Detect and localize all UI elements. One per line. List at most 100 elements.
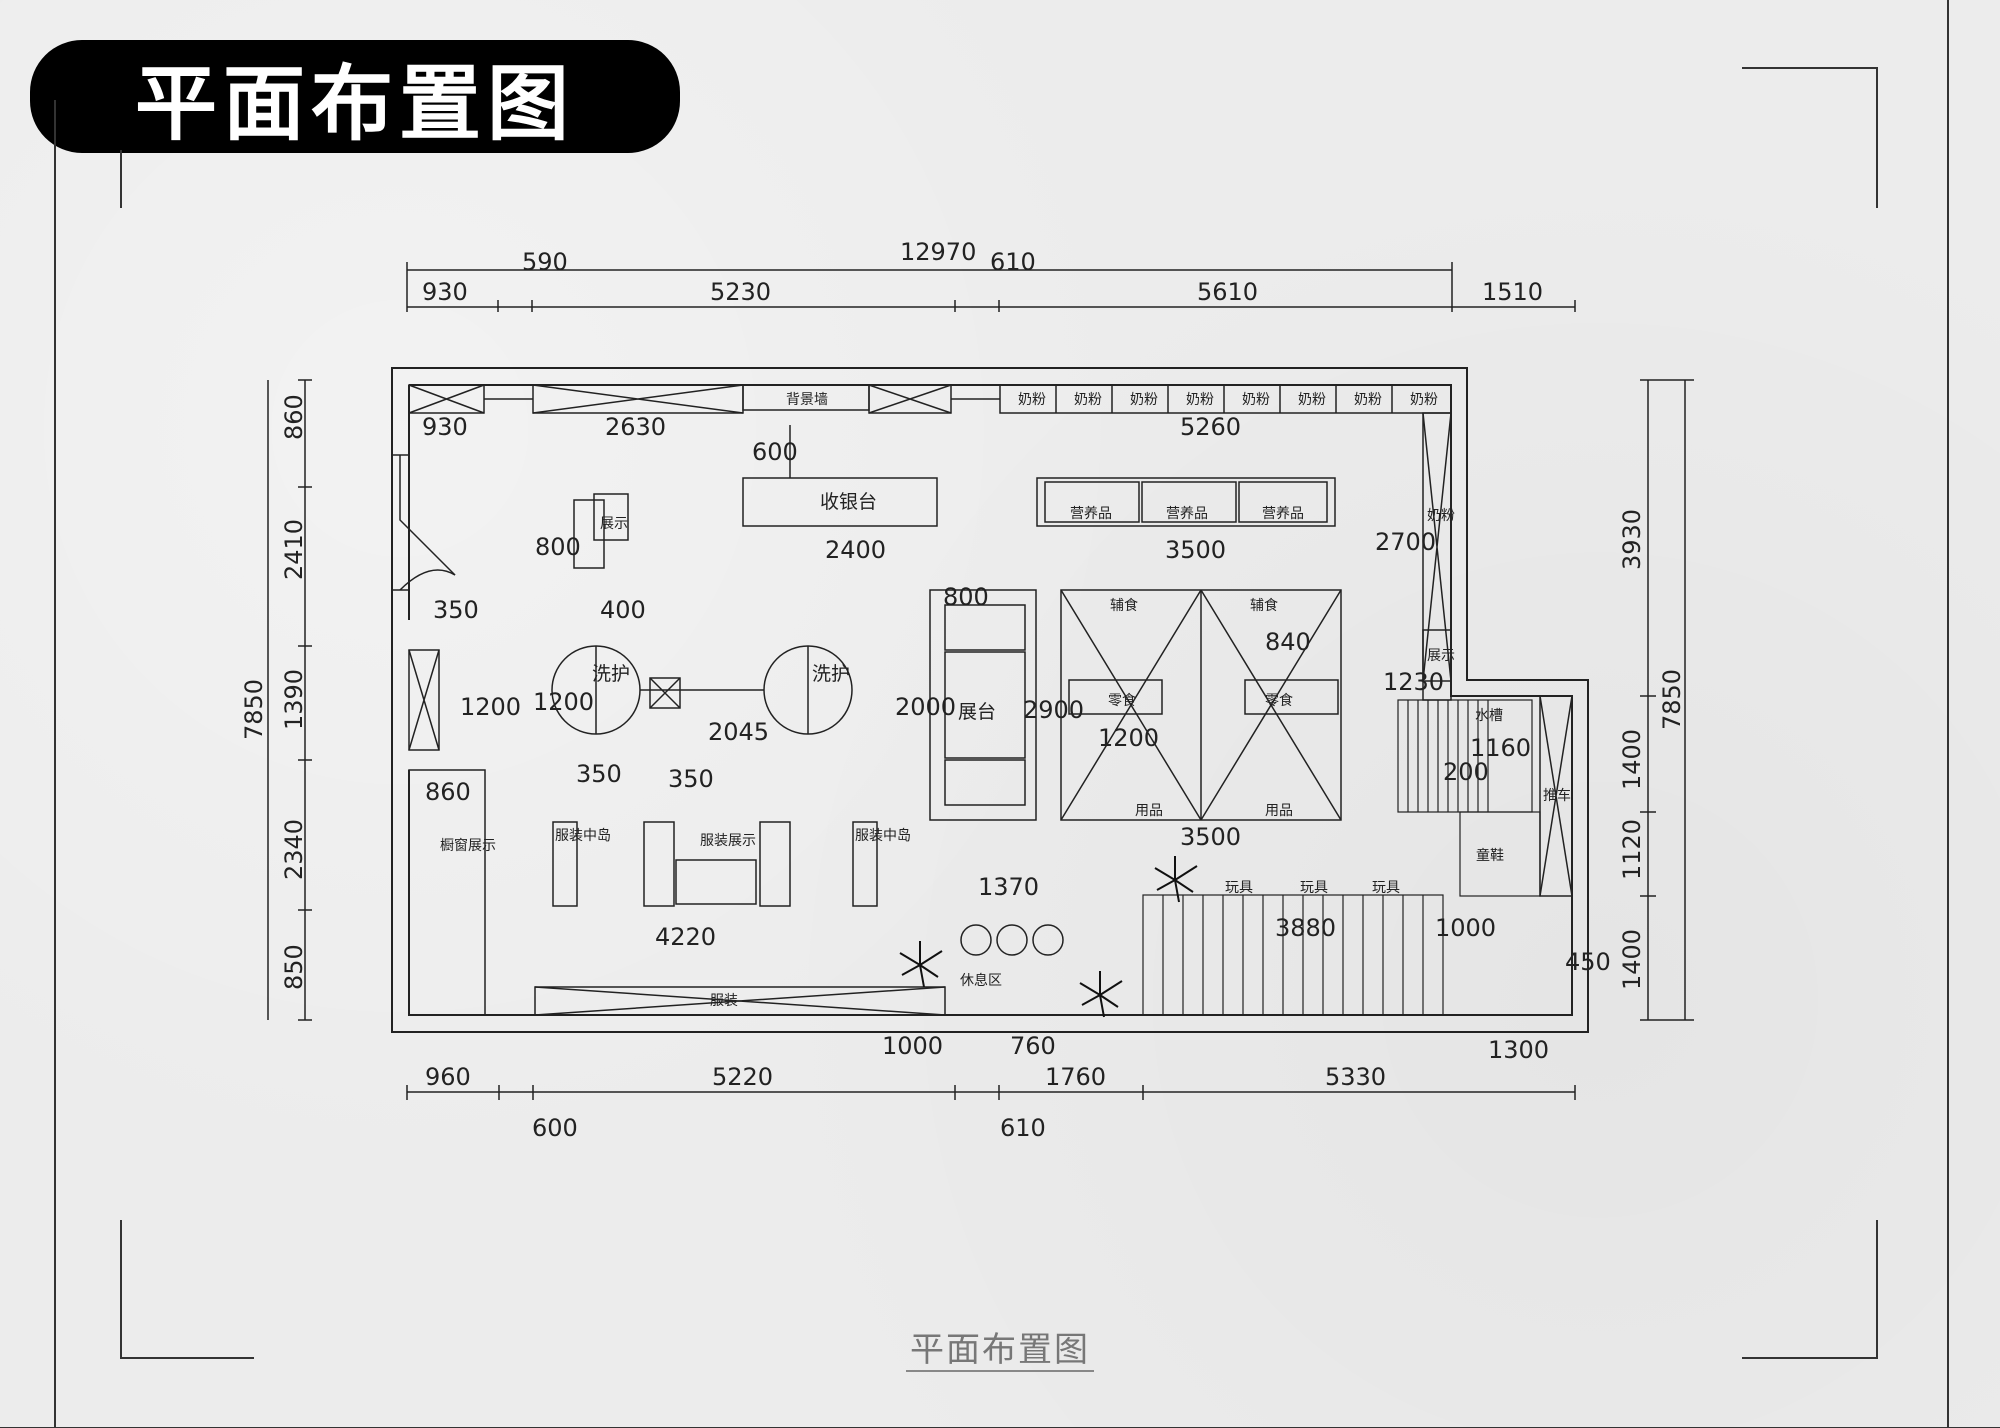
- plan-label: 1200: [1098, 724, 1159, 752]
- plan-label: 1000: [1435, 914, 1496, 942]
- plan-label: 7850: [1658, 669, 1686, 730]
- plan-label: 1300: [1488, 1036, 1549, 1064]
- plan-label: 610: [990, 248, 1036, 276]
- plan-label: 奶粉: [1354, 392, 1382, 408]
- plan-label: 850: [280, 944, 308, 990]
- plan-label: 1400: [1618, 929, 1646, 990]
- plan-label: 营养品: [1262, 506, 1304, 522]
- plan-label: 2340: [280, 819, 308, 880]
- stair-area: [1142, 699, 1541, 1016]
- plan-label: 960: [425, 1063, 471, 1091]
- plan-label: 水槽: [1475, 708, 1503, 724]
- plan-label: 2900: [1023, 696, 1084, 724]
- plan-label: 600: [532, 1114, 578, 1142]
- plan-label: 1400: [1618, 729, 1646, 790]
- wash-tables: [551, 645, 853, 735]
- plan-label: 服装中岛: [855, 828, 911, 844]
- plan-label: 600: [752, 438, 798, 466]
- window-display: [408, 649, 486, 1016]
- plan-label: 5220: [712, 1063, 773, 1091]
- plan-label: 服装展示: [700, 833, 756, 849]
- plan-label: 400: [600, 596, 646, 624]
- clothes-islands: [552, 821, 878, 907]
- plan-label: 玩具: [1225, 880, 1253, 896]
- plan-label: 1390: [280, 669, 308, 730]
- plan-label: 930: [422, 278, 468, 306]
- plan-label: 800: [943, 583, 989, 611]
- goods-island: [1060, 589, 1342, 821]
- plan-label: 1760: [1045, 1063, 1106, 1091]
- plant-icons: [899, 856, 1198, 1018]
- plan-label: 5230: [710, 278, 771, 306]
- plan-label: 12970: [900, 238, 976, 266]
- plan-label: 展示: [1427, 648, 1455, 664]
- plan-label: 收银台: [820, 491, 877, 513]
- plan-label: 5610: [1197, 278, 1258, 306]
- plan-label: 营养品: [1166, 506, 1208, 522]
- plan-label: 200: [1443, 758, 1489, 786]
- plan-label: 1370: [978, 873, 1039, 901]
- plan-label: 橱窗展示: [440, 837, 496, 854]
- plan-label: 零食: [1108, 692, 1136, 709]
- plan-label: 1200: [460, 693, 521, 721]
- drawing-caption: 平面布置图: [0, 1322, 2000, 1372]
- plan-label: 辅食: [1110, 597, 1138, 614]
- plan-label: 奶粉: [1298, 392, 1326, 408]
- plan-label: 3880: [1275, 914, 1336, 942]
- plan-label: 奶粉: [1186, 392, 1214, 408]
- plan-label: 760: [1010, 1032, 1056, 1060]
- plan-label: 用品: [1265, 803, 1293, 819]
- title-banner: 平面布置图: [30, 40, 680, 153]
- plan-label: 930: [422, 413, 468, 441]
- plan-label: 2045: [708, 718, 769, 746]
- plan-label: 800: [535, 533, 581, 561]
- plan-label: 奶粉: [1130, 392, 1158, 408]
- plan-label: 1510: [1482, 278, 1543, 306]
- plan-label: 2400: [825, 536, 886, 564]
- top-shelves: [408, 384, 1452, 414]
- plan-label: 奶粉: [1074, 392, 1102, 408]
- nutrition-shelf: [1036, 477, 1336, 527]
- plan-label: 1160: [1470, 734, 1531, 762]
- center-display: [929, 589, 1037, 821]
- plan-label: 3500: [1180, 823, 1241, 851]
- plan-label: 玩具: [1300, 880, 1328, 896]
- plan-label: 童鞋: [1476, 847, 1504, 864]
- plan-label: 860: [425, 778, 471, 806]
- milk-labels: 奶粉 奶粉 奶粉 奶粉 奶粉 奶粉 奶粉 奶粉 背景墙: [786, 392, 1438, 408]
- plan-label: 1120: [1618, 819, 1646, 880]
- plan-label: 2630: [605, 413, 666, 441]
- plan-label: 背景墙: [786, 392, 828, 408]
- plan-label: 服装中岛: [555, 828, 611, 844]
- plan-label: 2700: [1375, 528, 1436, 556]
- plan-label: 5260: [1180, 413, 1241, 441]
- plan-label: 营养品: [1070, 506, 1112, 522]
- plan-label: 860: [280, 394, 308, 440]
- plan-label: 350: [433, 596, 479, 624]
- bottom-rack: [534, 924, 1064, 1016]
- plan-label: 推车: [1543, 787, 1571, 804]
- display-small: [573, 493, 629, 569]
- cashier-counter: [742, 425, 938, 527]
- plan-label: 1000: [882, 1032, 943, 1060]
- plan-label: 休息区: [960, 972, 1002, 989]
- plan-label: 1230: [1383, 668, 1444, 696]
- plan-label: 洗护: [812, 663, 850, 685]
- dimension-lines: [267, 262, 1694, 1100]
- plan-label: 3500: [1165, 536, 1226, 564]
- plan-label: 3930: [1618, 509, 1646, 570]
- plan-label: 350: [576, 760, 622, 788]
- plan-label: 2410: [280, 519, 308, 580]
- plan-label: 5330: [1325, 1063, 1386, 1091]
- dimension-values: 12970 590 610 930 5230 5610 1510 930 263…: [240, 238, 1686, 1142]
- plan-label: 840: [1265, 628, 1311, 656]
- plan-label: 1200: [533, 688, 594, 716]
- plan-label: 零食: [1265, 692, 1293, 709]
- plan-label: 奶粉: [1018, 392, 1046, 408]
- plan-label: 玩具: [1372, 880, 1400, 896]
- entrance-door: [392, 454, 456, 591]
- plan-label: 7850: [240, 679, 268, 740]
- page-title: 平面布置图: [134, 57, 575, 152]
